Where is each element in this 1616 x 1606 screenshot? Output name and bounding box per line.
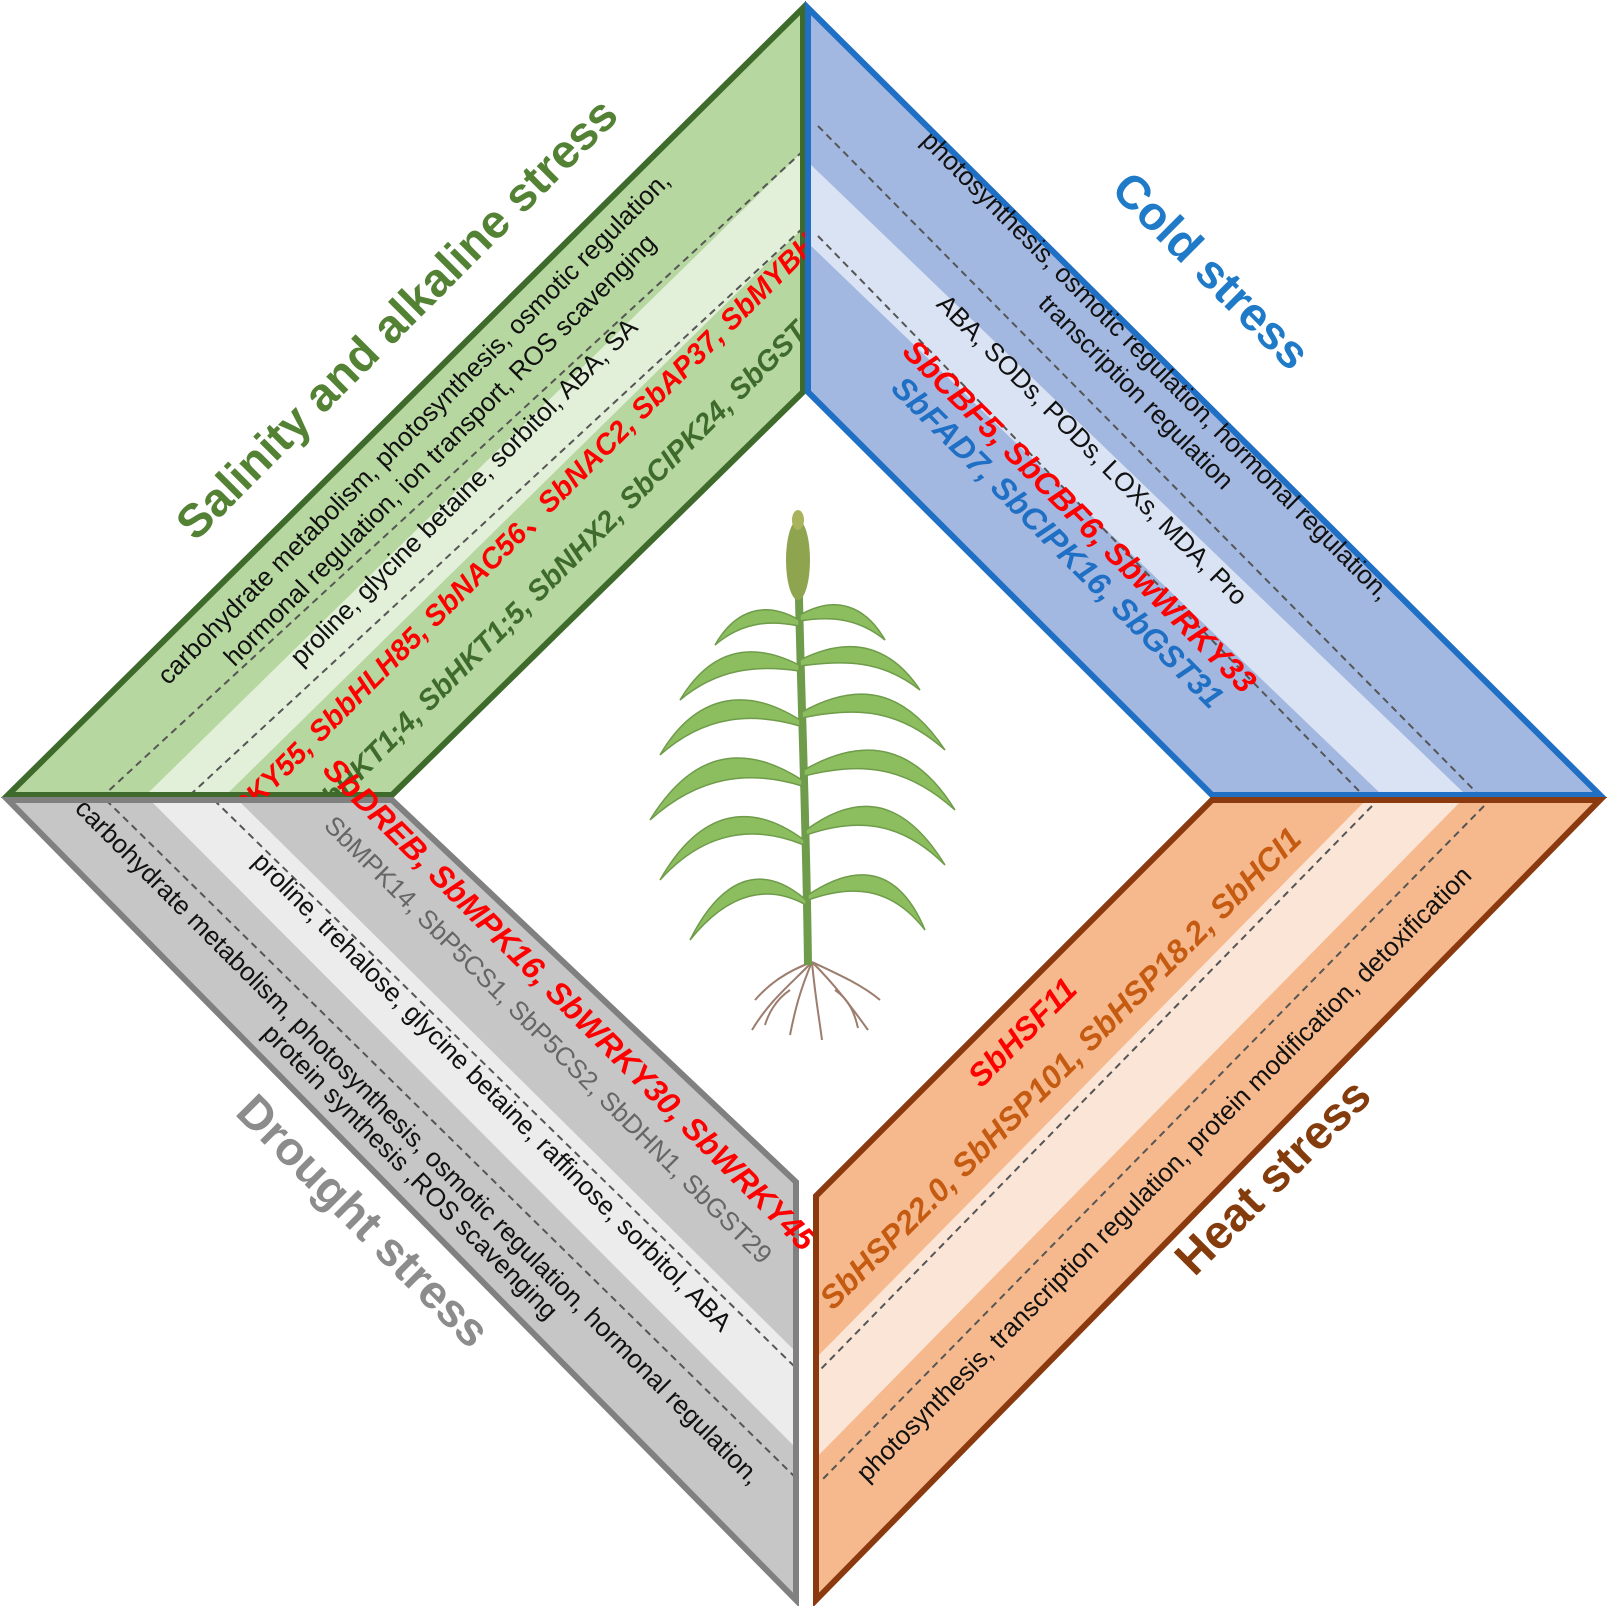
drought-light-band	[150, 800, 796, 1448]
panicle-tip	[792, 510, 804, 530]
heat-border	[813, 797, 1608, 1606]
salinity-light-band	[146, 151, 803, 795]
panicle	[786, 520, 810, 600]
salinity-panel: Salinity and alkaline stress carbohydrat…	[0, 0, 860, 872]
drought-panel: Drought stress SbDREB, SbMPK16, SbWRKY30…	[0, 751, 824, 1606]
drought-border	[0, 797, 799, 1606]
cold-panel: Cold stress photosynthesis, osmotic regu…	[805, 0, 1608, 798]
heat-divider-2	[819, 805, 1485, 1483]
salinity-border	[0, 0, 806, 798]
cold-divider-1	[817, 125, 1477, 793]
leaves	[649, 604, 956, 941]
drought-divider-2	[213, 799, 797, 1369]
stem	[794, 547, 812, 966]
drought-divider-1	[105, 799, 797, 1479]
salinity-divider-1	[103, 150, 804, 796]
roots	[751, 961, 881, 1041]
sorghum-plant-icon	[649, 510, 956, 1041]
heat-panel: Heat stress SbHSF11 SbHSP22.0, SbHSP101,…	[812, 797, 1608, 1606]
cold-border	[805, 0, 1608, 798]
heat-light-band	[816, 800, 1462, 1458]
cold-divider-2	[817, 235, 1361, 793]
cold-light-band	[808, 162, 1466, 795]
